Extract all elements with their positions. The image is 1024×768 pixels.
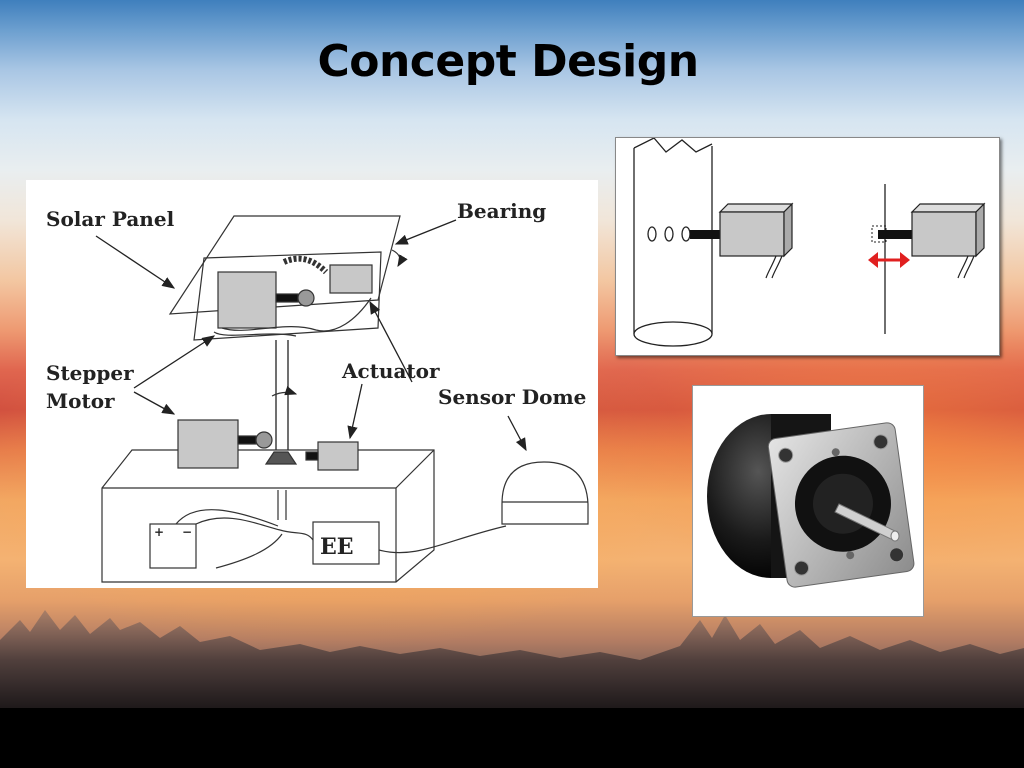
label-bearing: Bearing — [457, 199, 546, 223]
label-solar-panel: Solar Panel — [46, 207, 175, 231]
red-double-arrow — [868, 252, 910, 268]
battery-shape — [149, 523, 197, 569]
lower-stepper-motor-shape — [177, 419, 239, 469]
label-stepper: Stepper — [46, 361, 134, 385]
hole-3 — [681, 226, 691, 242]
hole-2 — [664, 226, 674, 242]
label-battery-plus: + — [154, 525, 164, 539]
pole-base-ellipse — [633, 321, 713, 347]
screw-top-left — [778, 447, 794, 463]
actuator-1-shape — [718, 203, 794, 213]
bottom-bar — [0, 708, 1024, 768]
upper-stepper-motor-shape — [217, 271, 277, 329]
screw-top-right — [873, 434, 889, 450]
upper-gear-shape — [297, 289, 315, 307]
concept-diagram-svg: Solar Panel Bearing Stepper Motor Actuat… — [46, 199, 589, 583]
upper-actuator-shape — [329, 264, 373, 294]
slide-title: Concept Design — [317, 36, 699, 87]
lower-actuator-shape — [317, 441, 359, 471]
label-battery-minus: − — [182, 525, 192, 539]
stepper-motor-illustration — [707, 414, 915, 588]
label-actuator: Actuator — [341, 359, 440, 383]
screw-bottom-right — [889, 547, 905, 563]
hole-1 — [647, 226, 657, 242]
sensor-dome-shape — [501, 461, 589, 525]
treeline-silhouette — [0, 610, 1024, 710]
actuator-mechanism-diagram — [615, 137, 1000, 356]
ee-box-shape — [312, 521, 380, 565]
stepper-motor-photo — [692, 385, 924, 617]
label-ee: EE — [320, 534, 354, 560]
motor-shaft — [834, 503, 900, 542]
panel-enclosure-shape — [193, 251, 382, 341]
actuator-2-shape — [910, 203, 986, 213]
actuator-mechanism-svg — [633, 137, 986, 347]
screw-bottom-left — [794, 560, 810, 576]
label-sensor-dome: Sensor Dome — [438, 385, 586, 409]
label-motor: Motor — [46, 389, 115, 413]
bevel-gear-shape — [264, 451, 298, 465]
upper-gear-arc — [282, 255, 329, 275]
concept-diagram: Solar Panel Bearing Stepper Motor Actuat… — [26, 180, 598, 588]
